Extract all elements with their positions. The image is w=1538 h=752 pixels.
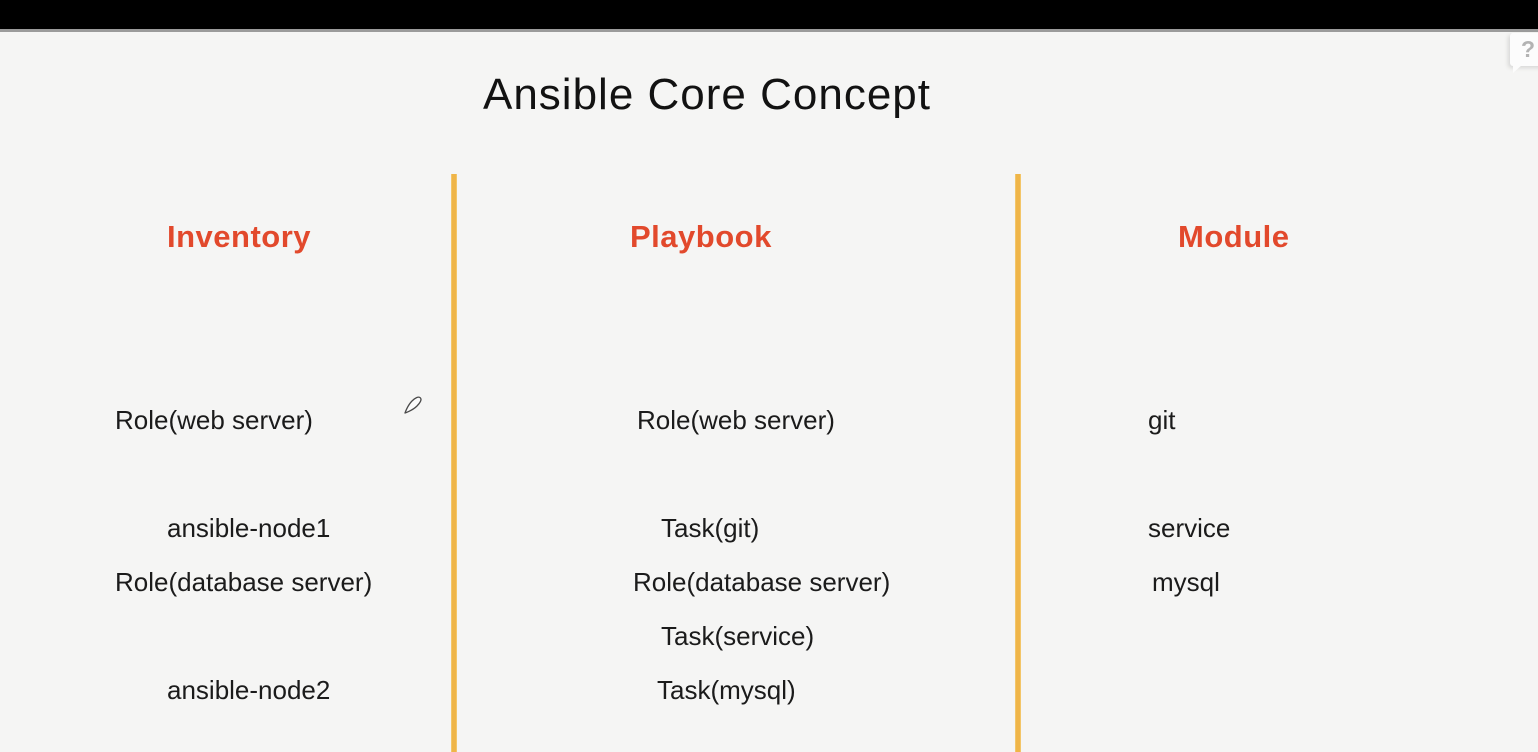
column-header-playbook: Playbook	[630, 219, 772, 254]
playbook-task-mysql: Task(mysql)	[657, 675, 796, 705]
playbook-database-server-block: Role(database server) Task(mysql)	[633, 492, 890, 752]
inventory-database-server-block: Role(database server) ansible-node2	[115, 492, 372, 752]
inventory-node1: ansible-node1	[167, 513, 331, 543]
playbook-task-git: Task(git)	[661, 513, 760, 543]
inventory-role-web-server: Role(web server)	[115, 405, 313, 435]
module-git: git	[1148, 405, 1176, 435]
inventory-web-server-block: Role(web server) ansible-node1	[115, 330, 330, 618]
page-title: Ansible Core Concept	[482, 70, 931, 119]
top-black-bar	[0, 0, 1538, 29]
column-header-module: Module	[1178, 219, 1290, 254]
inventory-node2: ansible-node2	[167, 675, 331, 705]
help-button[interactable]: ?	[1510, 33, 1538, 73]
column-divider-right	[1015, 174, 1021, 752]
pen-cursor-icon	[404, 396, 422, 414]
playbook-web-server-block: Role(web server) Task(git) Task(service)	[637, 330, 835, 726]
column-header-inventory: Inventory	[167, 219, 312, 254]
module-mysql: mysql	[1152, 567, 1220, 597]
playbook-role-database-server: Role(database server)	[633, 567, 891, 597]
playbook-task-service: Task(service)	[661, 621, 815, 651]
module-web-block: git service	[1148, 330, 1230, 618]
question-mark-icon: ?	[1520, 36, 1536, 62]
column-divider-left	[451, 174, 457, 752]
playbook-role-web-server: Role(web server)	[637, 405, 835, 435]
help-bubble-tail	[1513, 65, 1522, 73]
top-bar-divider	[0, 29, 1538, 32]
inventory-role-database-server: Role(database server)	[115, 567, 373, 597]
module-service: service	[1148, 513, 1231, 543]
module-database-block: mysql	[1152, 492, 1220, 672]
